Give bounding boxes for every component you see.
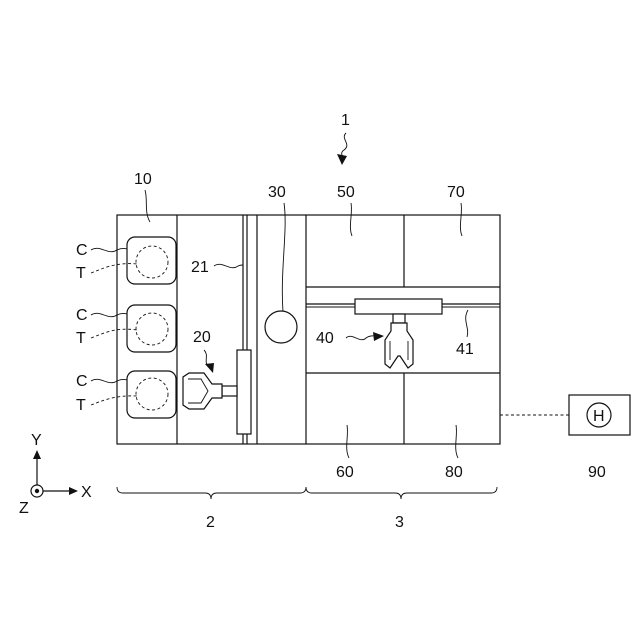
leader-80: [456, 425, 458, 458]
label-unit-80: 80: [445, 464, 463, 481]
leader-30: [282, 203, 285, 312]
carrier-3: [127, 371, 176, 418]
label-unit-60: 60: [336, 464, 354, 481]
brace-processing-section: [306, 487, 497, 499]
y-axis-label: Y: [31, 432, 42, 449]
carrier-c-2: [127, 305, 176, 352]
label-unit-30: 30: [268, 184, 286, 201]
system-leader-arrowhead: [337, 154, 347, 165]
label-carrier-block-10: 10: [134, 171, 152, 188]
leader-70: [460, 203, 462, 236]
x-axis-label: X: [81, 484, 92, 501]
label-system-1: 1: [341, 112, 350, 129]
leader-41: [466, 310, 468, 337]
leader-10: [145, 190, 150, 222]
x-axis-arrowhead: [69, 487, 78, 495]
controller-90-symbol: H: [593, 408, 605, 425]
leader-50: [350, 203, 352, 236]
leader-c-3: [91, 379, 127, 382]
z-axis-label: Z: [19, 500, 29, 517]
leader-20-arrowhead: [205, 363, 214, 373]
label-t-2: T: [76, 330, 86, 347]
label-c-2: C: [76, 307, 88, 324]
carrier-2: [127, 305, 176, 352]
label-t-3: T: [76, 397, 86, 414]
transfer-device-20: [183, 350, 251, 434]
label-controller-90: 90: [588, 464, 606, 481]
y-axis-arrowhead: [33, 450, 41, 459]
label-unit-50: 50: [337, 184, 355, 201]
transfer-device-20-arm: [222, 386, 237, 396]
label-transfer-device-20: 20: [193, 329, 211, 346]
leader-21: [214, 264, 243, 267]
carrier-1: [127, 237, 176, 284]
label-rail-41: 41: [456, 341, 474, 358]
carrier-c-1: [127, 237, 176, 284]
z-axis-dot: [35, 489, 39, 493]
label-t-1: T: [76, 265, 86, 282]
leader-60: [347, 425, 349, 458]
transfer-device-40-hand: [385, 323, 413, 368]
label-processing-section-3: 3: [395, 514, 404, 531]
brace-transfer-section: [117, 487, 306, 499]
leader-c-2: [91, 313, 127, 316]
transfer-device-40-carriage: [355, 299, 442, 314]
label-transfer-device-40: 40: [316, 330, 334, 347]
axes-indicator: Y X Z: [19, 432, 92, 517]
label-c-3: C: [76, 373, 88, 390]
unit-30-circle: [265, 311, 297, 343]
label-rail-21: 21: [191, 259, 209, 276]
transfer-device-40-arm: [393, 314, 405, 323]
leader-c-1: [91, 248, 127, 251]
leader-40-arrowhead: [373, 332, 384, 341]
transfer-device-20-hand: [183, 373, 222, 409]
transfer-device-20-carriage: [237, 350, 251, 434]
label-transfer-section-2: 2: [206, 514, 215, 531]
label-unit-70: 70: [447, 184, 465, 201]
label-c-1: C: [76, 242, 88, 259]
transfer-device-40: [385, 314, 413, 368]
leader-40: [346, 336, 378, 340]
